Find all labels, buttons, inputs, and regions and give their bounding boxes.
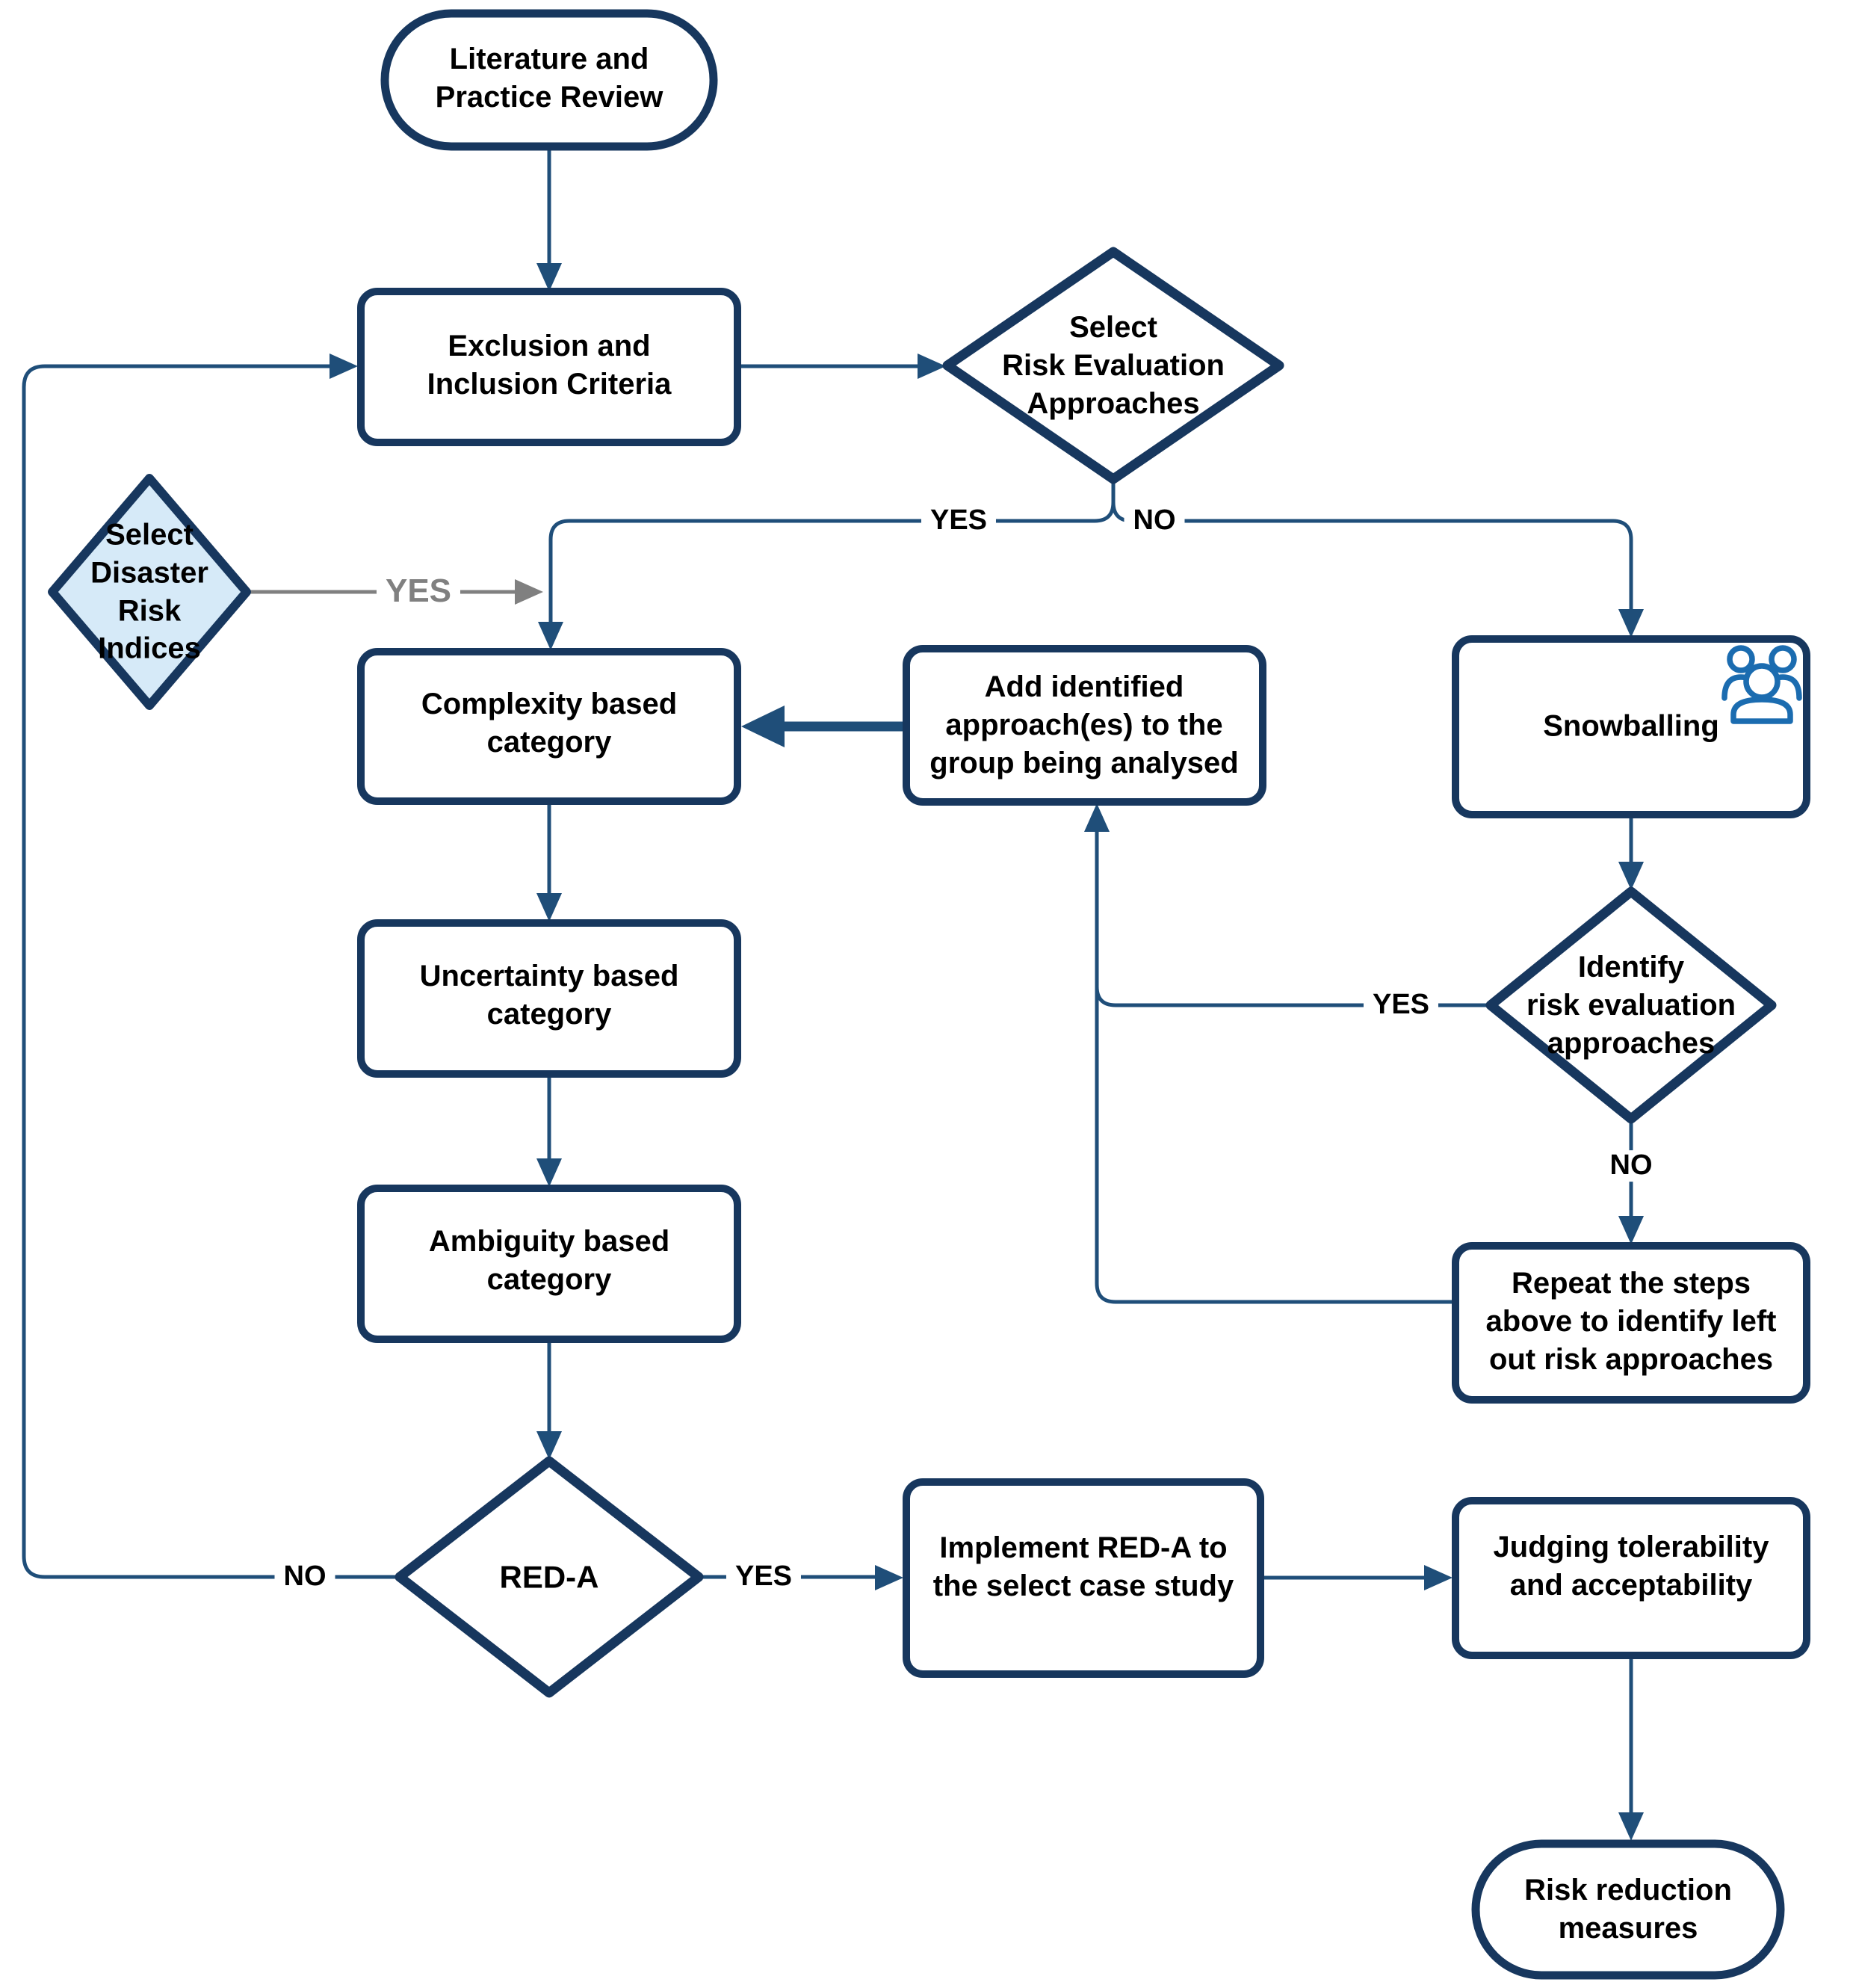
arrowhead-into-riskreduction	[1618, 1812, 1644, 1841]
judging-rect-shape	[1452, 1497, 1810, 1659]
arrowhead-into-complexity-top	[538, 622, 563, 650]
risk-reduction-label: Risk reduction measures	[1524, 1874, 1732, 1945]
people-group-icon	[1721, 645, 1802, 724]
arrowhead-gray-yes	[515, 579, 543, 605]
edge-selectrisk-no	[1111, 501, 1633, 611]
reda-no-label: NO	[274, 1561, 335, 1593]
reda-yes-label: YES	[726, 1561, 802, 1593]
arrowhead-into-implement	[875, 1565, 903, 1590]
identify-yes-label: YES	[1363, 989, 1439, 1021]
exclusion-label: Exclusion and Inclusion Criteria	[427, 330, 672, 401]
snowballing-label: Snowballing	[1543, 709, 1719, 743]
select-risk-label: Select Risk Evaluation Approaches	[1002, 310, 1225, 420]
select-risk-diamond-shape	[942, 247, 1284, 484]
people-icon-front-head	[1743, 663, 1781, 700]
arrowhead-into-exclusion-top	[536, 263, 562, 291]
arrowhead-into-addidentified-bottom	[1084, 803, 1110, 832]
repeat-rect-shape	[1452, 1242, 1810, 1404]
people-icon-back-left-head	[1727, 645, 1755, 673]
select-disaster-diamond-shape	[48, 474, 251, 710]
select-risk-yes-label: YES	[921, 504, 997, 537]
snowballing-rect-shape	[1452, 635, 1810, 818]
arrowhead-thick-into-complexity	[741, 706, 785, 747]
arrowheads	[330, 263, 1644, 1841]
arrowhead-into-judging	[1424, 1565, 1453, 1590]
complexity-rect-shape	[357, 648, 741, 805]
literature-stadium-shape	[380, 9, 718, 151]
arrowhead-into-ambiguity	[536, 1158, 562, 1187]
edge-selectrisk-yes	[548, 479, 1116, 624]
edge-reda-no-exclusion	[22, 364, 398, 1579]
node-shapes	[48, 9, 1810, 1980]
identify-label: Identify risk evaluation approaches	[1526, 950, 1736, 1060]
add-identified-label: Add identified approach(es) to the group…	[929, 670, 1239, 780]
arrowhead-into-snowballing	[1618, 609, 1644, 638]
implement-label: Implement RED-A to the select case study	[932, 1531, 1234, 1602]
ambiguity-label: Ambiguity based category	[428, 1225, 670, 1296]
edge-repeat-addidentified	[1095, 832, 1455, 1304]
arrowhead-into-repeat	[1618, 1216, 1644, 1244]
identify-diamond-shape	[1485, 886, 1777, 1124]
add-identified-rect-shape	[903, 645, 1266, 806]
literature-label: Literature and Practice Review	[435, 43, 663, 114]
identify-no-label: NO	[1600, 1149, 1662, 1182]
arrowhead-into-uncertainty	[536, 893, 562, 922]
complexity-label: Complexity based category	[421, 688, 678, 759]
reda-label: RED-A	[499, 1559, 599, 1595]
select-disaster-yes-label: YES	[376, 572, 461, 610]
edges	[22, 147, 1633, 1812]
reda-diamond-shape	[395, 1456, 704, 1698]
repeat-label: Repeat the steps above to identify left …	[1485, 1266, 1777, 1376]
exclusion-rect-shape	[357, 288, 741, 446]
risk-reduction-stadium-shape	[1471, 1839, 1785, 1980]
implement-rect-shape	[903, 1478, 1264, 1678]
select-disaster-label: Select Disaster Risk Indices	[90, 518, 208, 665]
arrowhead-into-reda	[536, 1431, 562, 1460]
judging-label: Judging tolerability and acceptability	[1493, 1531, 1769, 1602]
people-icon-front-body	[1730, 697, 1793, 724]
arrowhead-into-exclusion-left	[330, 354, 358, 379]
uncertainty-label: Uncertainty based category	[419, 960, 679, 1031]
people-icon-back-right-head	[1769, 645, 1797, 673]
arrowhead-into-selectrisk	[918, 354, 946, 379]
arrowhead-into-identify	[1618, 862, 1644, 890]
uncertainty-rect-shape	[357, 919, 741, 1078]
ambiguity-rect-shape	[357, 1185, 741, 1343]
select-risk-no-label: NO	[1124, 504, 1185, 537]
